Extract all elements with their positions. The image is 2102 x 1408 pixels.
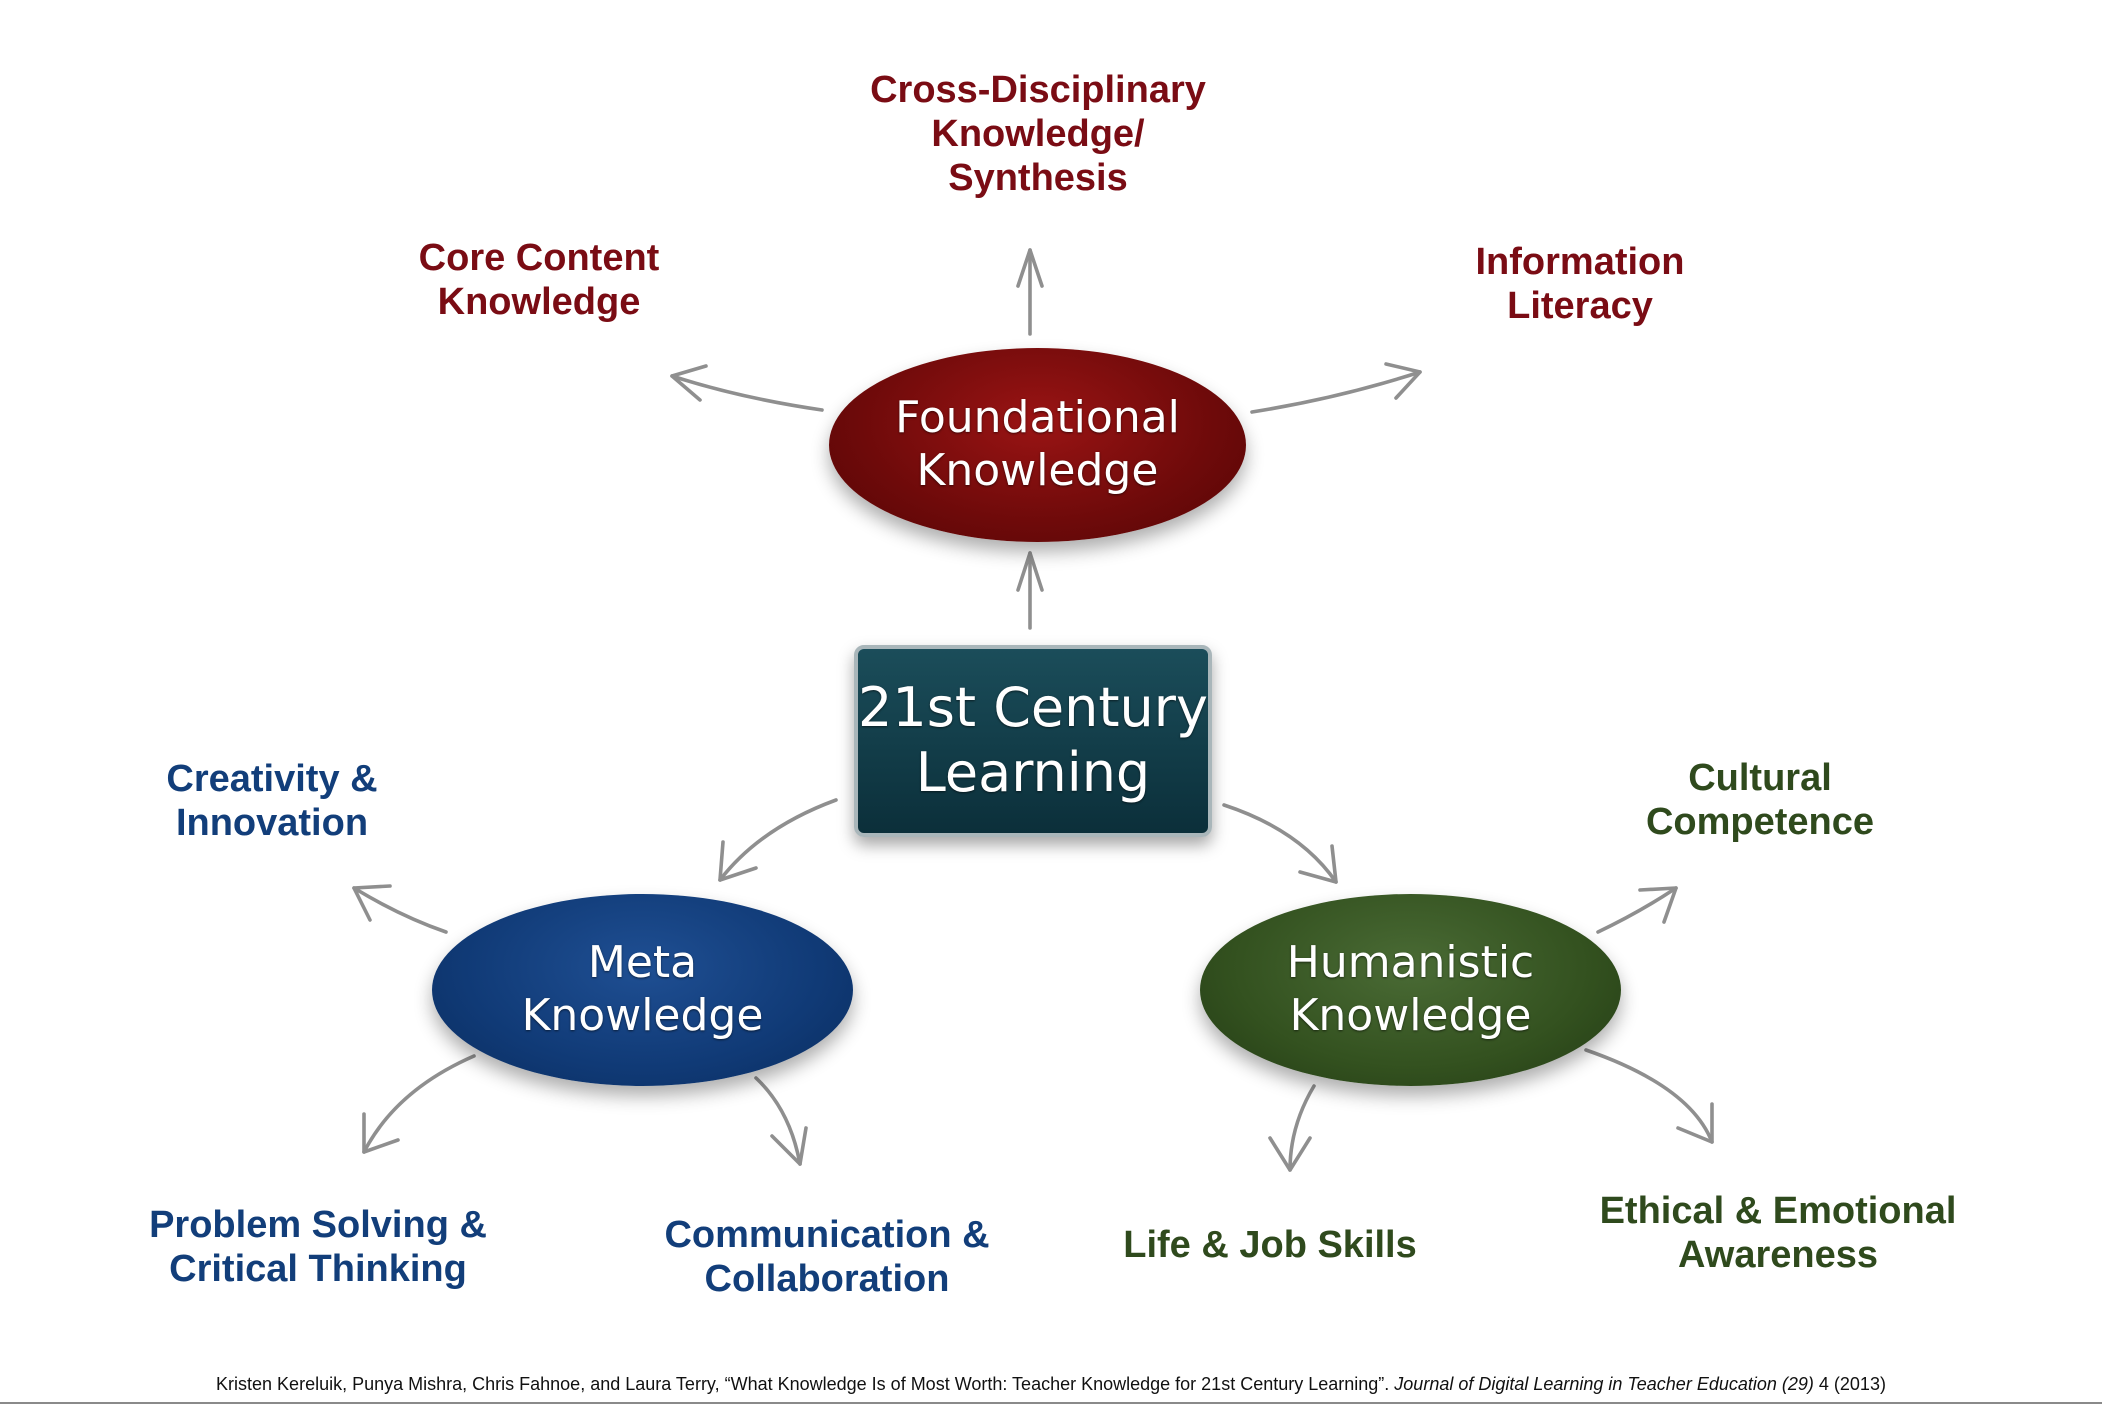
arrow-to-creativity-head <box>352 884 392 922</box>
hub-meta-knowledge: Meta Knowledge <box>432 894 853 1086</box>
bottom-divider <box>0 1402 2102 1404</box>
hub-humanistic-label: Humanistic Knowledge <box>1286 937 1535 1041</box>
arrow-center-to-foundational-head <box>1016 551 1044 592</box>
arrow-to-communication <box>754 1076 802 1166</box>
arrow-to-core-content-head <box>670 364 708 402</box>
arrow-to-core-content <box>670 374 824 412</box>
leaf-life-job-skills: Life & Job Skills <box>1123 1224 1417 1266</box>
citation: Kristen Kereluik, Punya Mishra, Chris Fa… <box>0 1374 2102 1395</box>
arrow-center-to-humanistic-head <box>1298 844 1338 884</box>
citation-journal: Journal of Digital Learning in Teacher E… <box>1394 1374 1814 1394</box>
hub-humanistic-knowledge: Humanistic Knowledge <box>1200 894 1621 1086</box>
arrow-to-information-literacy <box>1250 370 1422 414</box>
arrow-center-to-humanistic <box>1222 803 1338 884</box>
leaf-core-content-knowledge: Core Content Knowledge <box>418 237 660 323</box>
arrow-to-cross-disciplinary-head <box>1016 248 1044 288</box>
arrow-to-creativity <box>352 886 448 934</box>
hub-foundational-knowledge: Foundational Knowledge <box>829 348 1246 542</box>
hub-meta-label: Meta Knowledge <box>521 937 764 1041</box>
leaf-creativity-innovation: Creativity & Innovation <box>166 758 378 844</box>
leaf-cross-disciplinary-knowledge: Cross-Disciplinary Knowledge/ Synthesis <box>870 69 1206 199</box>
leaf-communication-collaboration: Communication & Collaboration <box>664 1214 990 1300</box>
leaf-information-literacy: Information Literacy <box>1475 241 1685 327</box>
hub-foundational-label: Foundational Knowledge <box>895 392 1180 496</box>
central-node-label: 21st Century Learning <box>858 676 1208 804</box>
arrow-to-cultural-head <box>1638 886 1678 924</box>
citation-text: Kristen Kereluik, Punya Mishra, Chris Fa… <box>216 1374 1390 1394</box>
arrow-to-ethical-head <box>1676 1102 1714 1144</box>
arrow-to-problem-solving-head <box>362 1112 400 1154</box>
central-node-21st-century-learning: 21st Century Learning <box>854 645 1212 837</box>
arrow-to-ethical <box>1584 1048 1714 1144</box>
citation-suffix: 4 (2013) <box>1818 1374 1886 1394</box>
arrow-to-life-job <box>1288 1084 1316 1172</box>
leaf-cultural-competence: Cultural Competence <box>1645 757 1875 843</box>
arrow-to-cultural <box>1596 886 1678 934</box>
arrow-to-communication-head <box>770 1126 808 1166</box>
leaf-problem-solving-critical-thinking: Problem Solving & Critical Thinking <box>149 1204 487 1290</box>
arrow-center-to-meta-head <box>718 840 758 882</box>
arrow-to-problem-solving <box>362 1054 476 1154</box>
arrow-to-information-literacy-head <box>1384 362 1422 400</box>
leaf-ethical-emotional-awareness: Ethical & Emotional Awareness <box>1599 1190 1957 1276</box>
arrow-center-to-meta <box>718 798 838 882</box>
arrow-to-life-job-head <box>1268 1136 1312 1172</box>
